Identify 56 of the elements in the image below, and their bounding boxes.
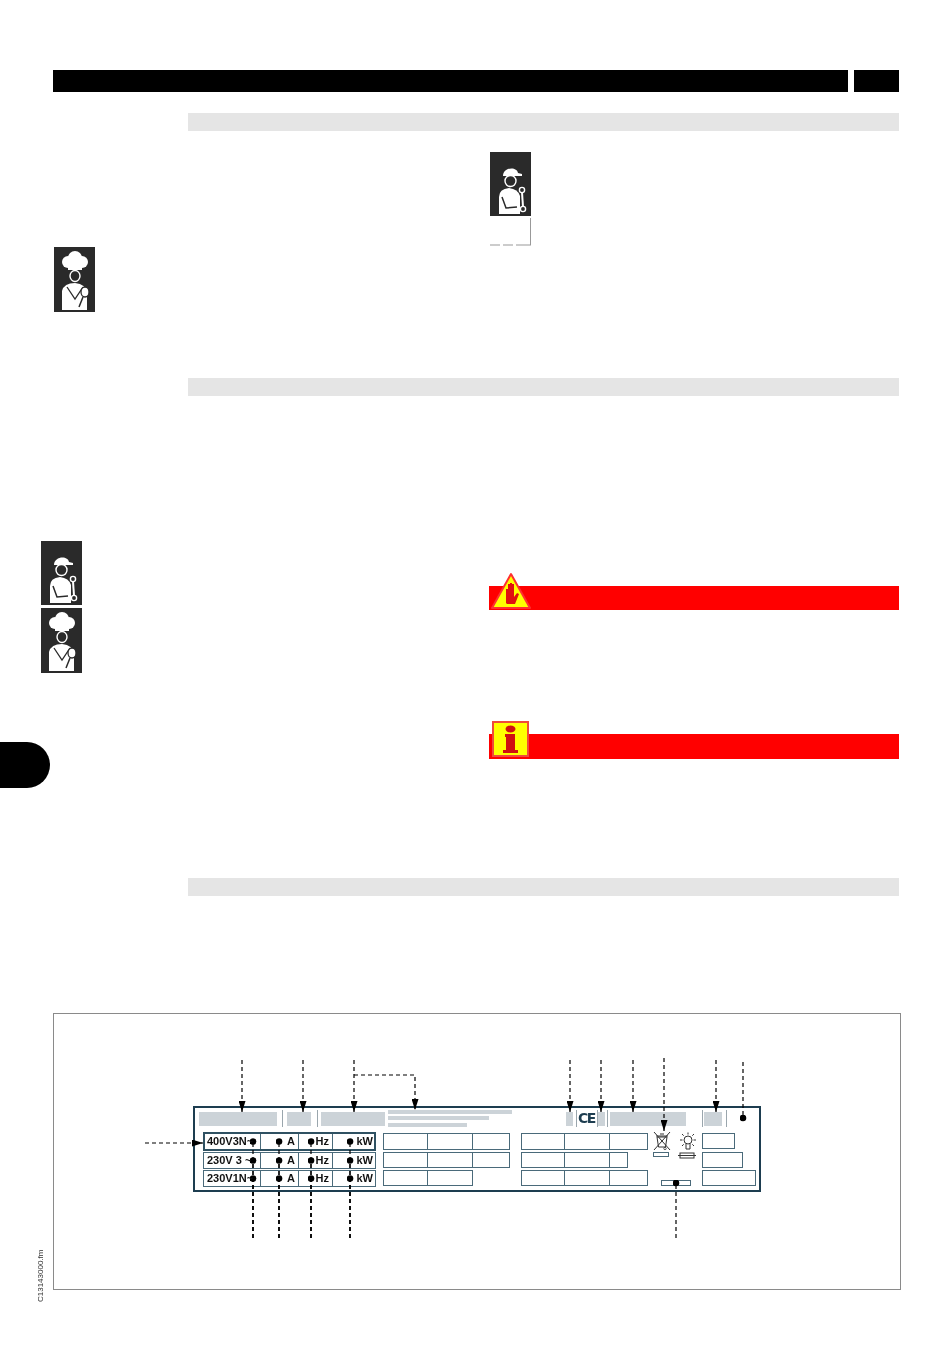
header-bar (53, 70, 848, 92)
blanked-field (598, 1112, 605, 1126)
rating-row (521, 1133, 648, 1150)
ce-mark: CE (578, 1110, 595, 1126)
crossed-bin-icon (653, 1131, 671, 1151)
unit-label: kW (356, 1172, 373, 1185)
text-placeholder (388, 1110, 512, 1127)
leader-line (238, 1059, 246, 1113)
leader-line (346, 1175, 354, 1239)
leader-line (249, 1175, 257, 1239)
leader-line (629, 1059, 637, 1113)
blanked-field (610, 1112, 686, 1126)
leader-line (712, 1059, 720, 1113)
unit-label: Hz (315, 1135, 329, 1148)
rating-row (702, 1170, 756, 1186)
blanked-field (199, 1112, 277, 1126)
rating-row (383, 1133, 510, 1150)
leader-line (597, 1059, 605, 1113)
leader-line (144, 1139, 204, 1147)
note-banner (489, 734, 899, 759)
leader-line (350, 1059, 358, 1113)
blank-field (653, 1152, 669, 1157)
warning-banner (489, 586, 899, 610)
unit-label: Hz (315, 1172, 329, 1185)
unit-label: A (287, 1154, 295, 1167)
unit-label: kW (356, 1135, 373, 1148)
unit-label: Hz (315, 1154, 329, 1167)
file-name-label: C13143000.fm (36, 1249, 46, 1302)
unit-label: A (287, 1172, 295, 1185)
leader-line (299, 1059, 307, 1113)
blanked-field (704, 1112, 722, 1126)
leader-line (307, 1175, 315, 1239)
rating-row (383, 1170, 473, 1186)
unit-label: kW (356, 1154, 373, 1167)
rating-row (521, 1152, 628, 1168)
section-heading-bar (188, 113, 899, 131)
rating-row (702, 1133, 735, 1149)
rating-plate (193, 1106, 761, 1192)
leader-line (275, 1175, 283, 1239)
leader-line (739, 1061, 747, 1122)
rating-row (203, 1152, 376, 1169)
leader-line (672, 1179, 680, 1239)
section-heading-bar (188, 378, 899, 396)
rating-row (702, 1152, 743, 1168)
leader-line (566, 1059, 574, 1113)
blanked-field (566, 1112, 573, 1126)
rating-row (383, 1152, 510, 1168)
rating-row (521, 1170, 648, 1186)
blank-field (661, 1180, 691, 1186)
header-box (854, 70, 899, 92)
leader-line (353, 1074, 419, 1111)
section-heading-bar (188, 878, 899, 896)
blanked-field (287, 1112, 311, 1126)
unit-label: A (287, 1135, 295, 1148)
leader-line (660, 1057, 668, 1132)
blanked-field (321, 1112, 385, 1126)
